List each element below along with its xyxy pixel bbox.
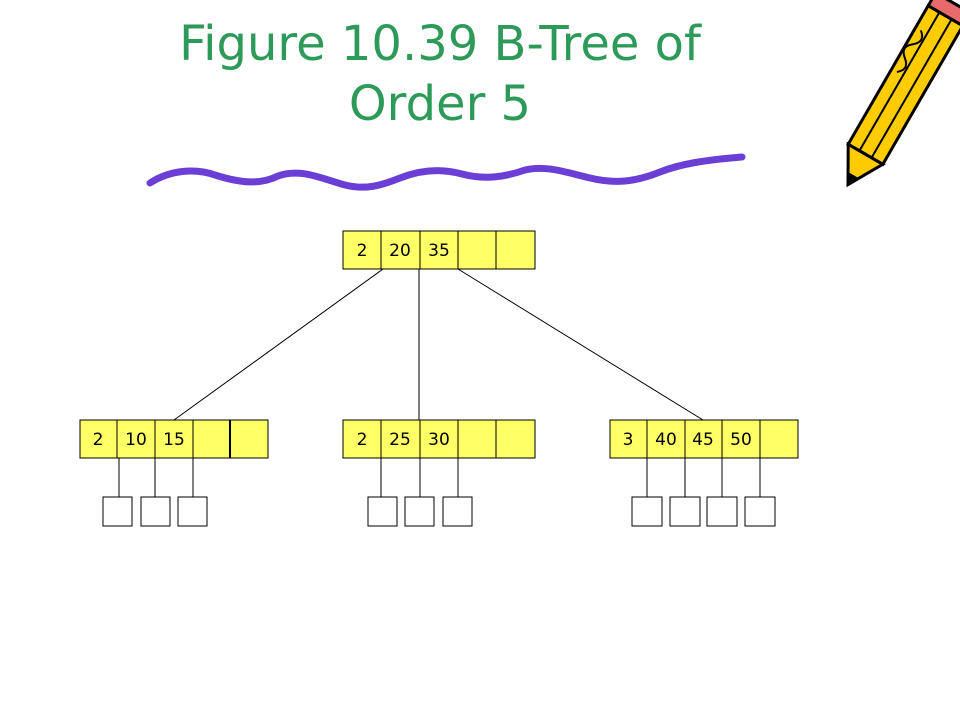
right-key-2: 45 [692,430,714,450]
subtree-box [631,496,663,527]
wavy-underline [146,153,746,191]
child-node-middle: 2 25 30 [342,419,536,527]
middle-key-1: 25 [389,430,411,450]
right-key-1: 40 [655,430,677,450]
edge-root-left [173,268,384,421]
left-key-1: 10 [125,430,147,450]
child-node-right: 3 40 45 50 [609,419,799,527]
root-node: 2 20 35 [342,230,536,270]
root-key-1: 20 [389,241,411,261]
title-line-2: Order 5 [348,76,532,132]
subtree-box [442,496,473,527]
child-node-left: 2 10 15 [79,419,269,527]
subtree-box [140,496,171,527]
subtree-box [367,496,398,527]
title-line-1: Figure 10.39 B-Tree of [179,16,701,72]
subtree-box [102,496,133,527]
right-key-3: 50 [730,430,752,450]
right-key-count: 3 [623,430,634,450]
slide-title: Figure 10.39 B-Tree of Order 5 [100,14,780,134]
subtree-box [706,496,738,527]
middle-key-2: 30 [428,430,450,450]
left-key-count: 2 [93,430,104,450]
subtree-box [669,496,701,527]
tree-edges [173,268,704,421]
middle-key-count: 2 [357,430,368,450]
left-key-2: 15 [163,430,185,450]
pencil-icon [846,0,960,188]
edge-root-right [457,268,704,421]
subtree-box [744,496,776,527]
subtree-box [177,496,208,527]
root-key-2: 35 [428,241,450,261]
root-key-count: 2 [357,241,368,261]
subtree-box [404,496,435,527]
